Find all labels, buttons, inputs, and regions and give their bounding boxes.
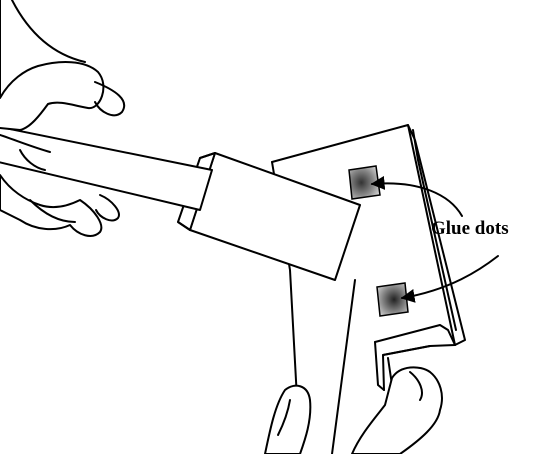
glue-dots-label: Glue dots: [431, 218, 509, 240]
glue-dot-upper: [349, 166, 380, 199]
glue-dot-lower: [377, 283, 408, 316]
lower-hand: [265, 367, 442, 454]
upper-hand: [0, 0, 124, 236]
